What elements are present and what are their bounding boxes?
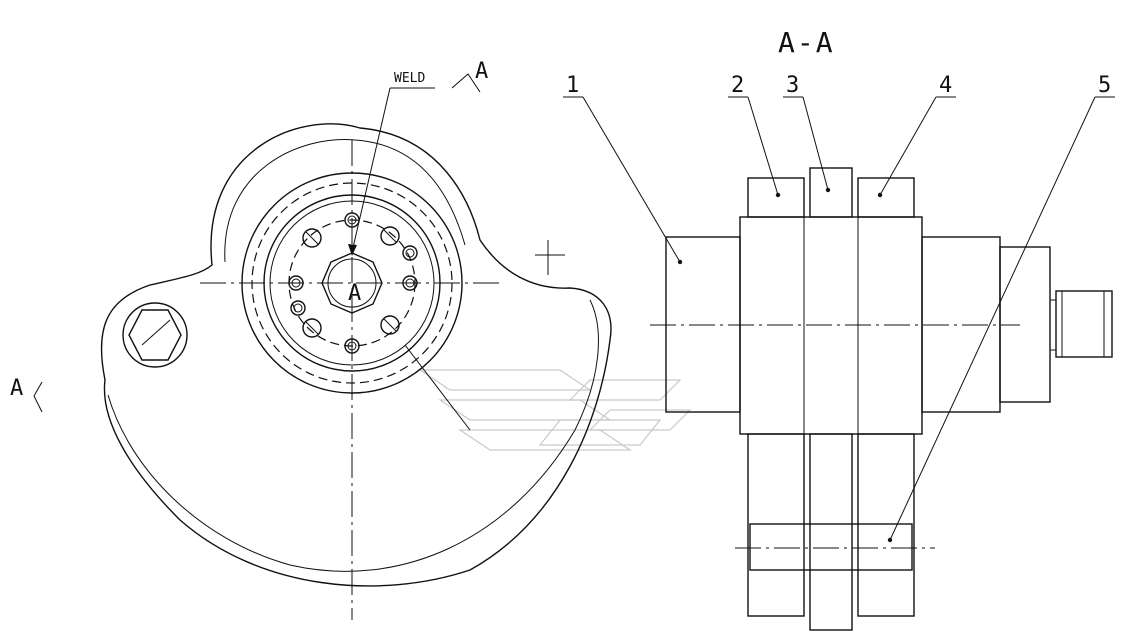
section-arrow-top [451, 73, 481, 93]
hex-nut [128, 309, 182, 361]
pin-5 [749, 523, 913, 571]
callout-4: 4 [939, 73, 952, 98]
plate-2-top [747, 177, 805, 218]
lever-outline [100, 123, 612, 587]
callout-2: 2 [731, 73, 744, 98]
weld-leader [351, 87, 391, 253]
weld-label: WELD [394, 71, 425, 86]
callout-3: 3 [786, 73, 799, 98]
section-mark-top: A [475, 59, 488, 84]
plate-4-bottom [857, 433, 915, 617]
section-arrow-left [33, 381, 43, 413]
callout-5: 5 [1098, 73, 1111, 98]
plate-4-top [857, 177, 915, 218]
shaft-end [999, 246, 1051, 403]
callout-leaders [563, 96, 1115, 543]
section-mark-center: A [348, 281, 361, 306]
callout-1: 1 [566, 73, 579, 98]
pin-boss [122, 302, 188, 368]
plate-3-top [809, 167, 853, 218]
section-mark-left: A [10, 376, 23, 401]
lever-arm-view [33, 73, 612, 620]
threaded-end [1055, 290, 1113, 358]
watermark [418, 369, 692, 451]
section-view [563, 96, 1115, 631]
section-title: A-A [778, 26, 835, 59]
plate-3-bottom [809, 433, 853, 631]
lever-inner-outline [107, 299, 599, 572]
plate-2-bottom [747, 433, 805, 617]
